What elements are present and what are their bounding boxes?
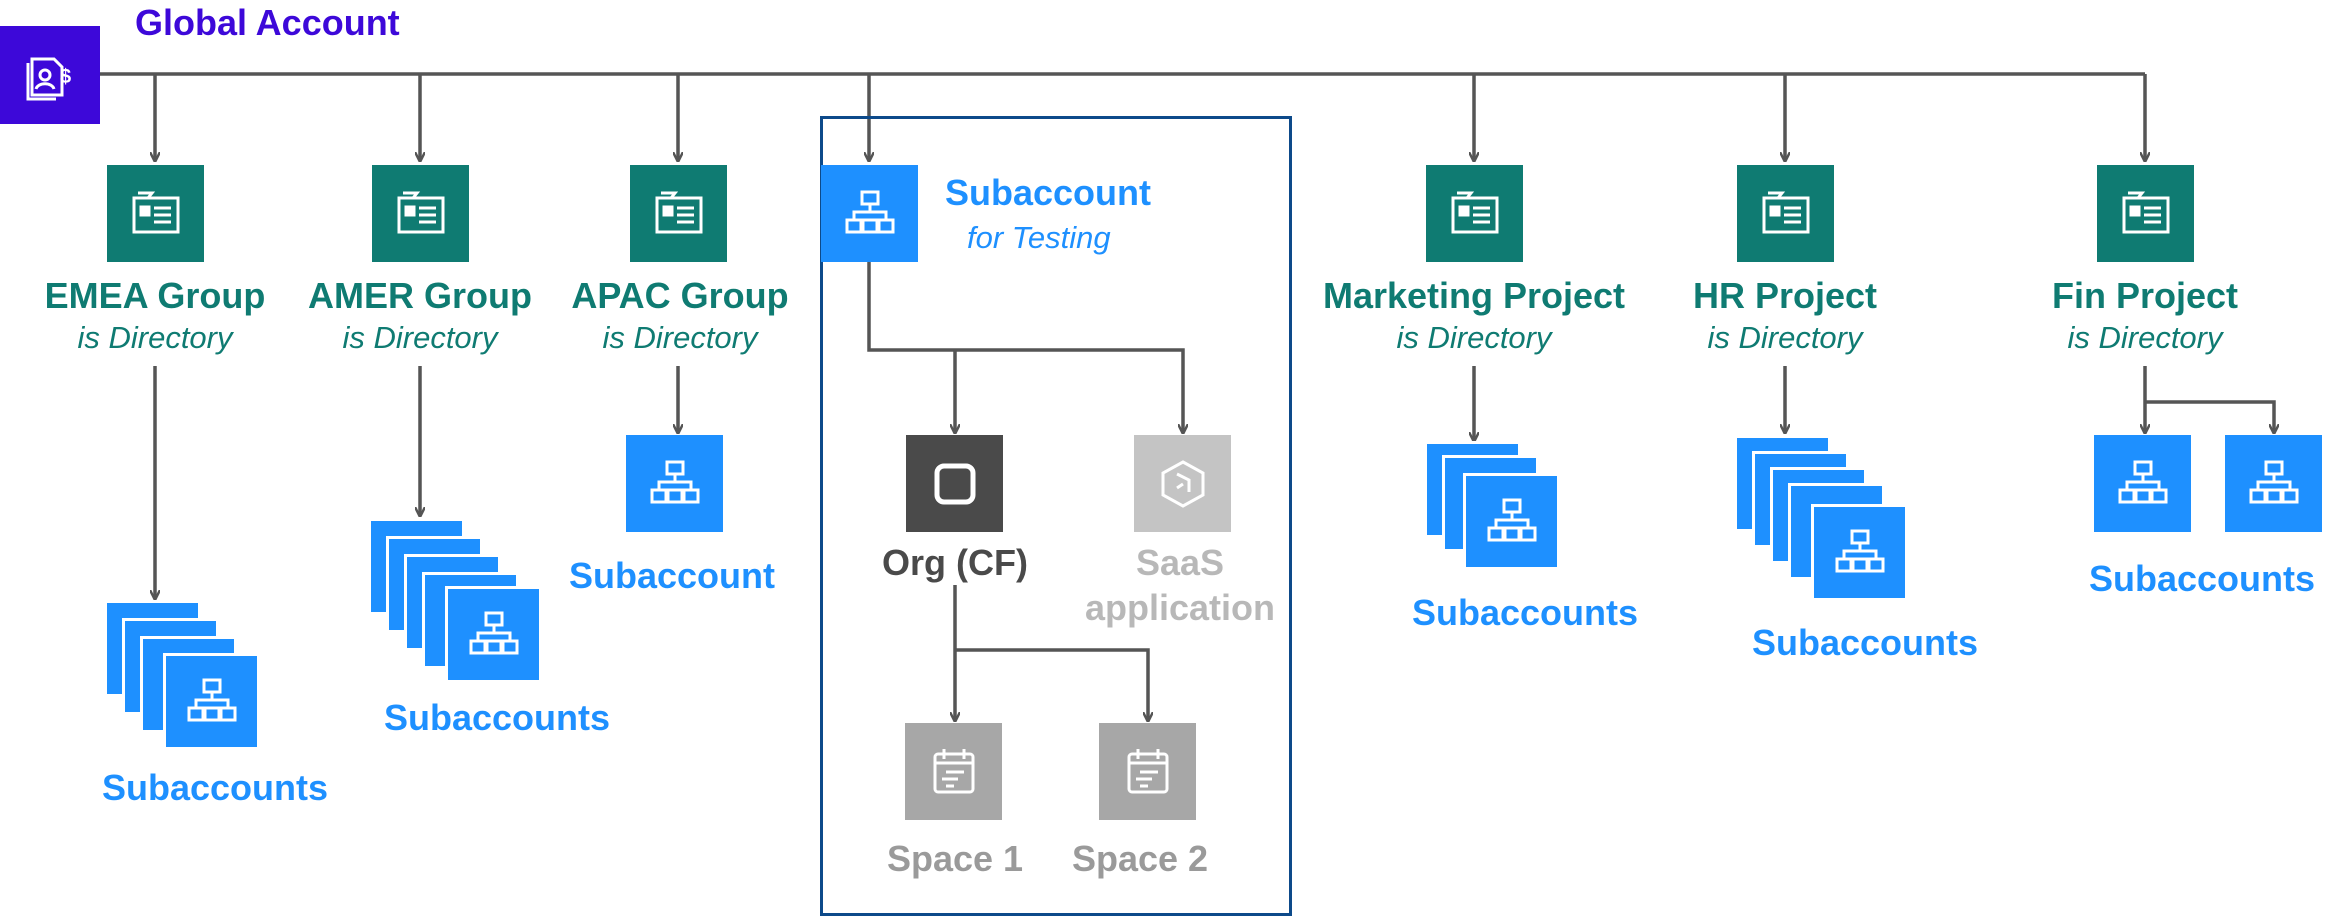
hierarchy-icon — [845, 190, 894, 233]
folder-card-icon — [1762, 191, 1809, 233]
testing-name: Subaccount — [945, 172, 1152, 213]
saas-line1: SaaS — [1135, 542, 1225, 583]
hierarchy-icon — [1835, 529, 1884, 572]
apac-children-label: Subaccount — [568, 555, 775, 596]
edge-testing-branch — [867, 262, 1183, 432]
testing-subaccount-tile[interactable] — [821, 165, 918, 262]
emea-children-label: Subaccounts — [101, 767, 329, 808]
amer-directory-tile[interactable] — [372, 165, 469, 262]
space2-name: Space 2 — [1071, 838, 1209, 879]
emea-name: EMEA Group — [44, 275, 266, 316]
hierarchy-icon — [2118, 460, 2167, 503]
saas-line2: application — [1084, 587, 1276, 628]
square-icon — [934, 463, 975, 504]
org-tile[interactable] — [906, 435, 1003, 532]
folder-card-icon — [1451, 191, 1498, 233]
folder-card-icon — [397, 191, 444, 233]
fin-subaccount-tile-2[interactable] — [2225, 435, 2322, 532]
org-name: Org (CF) — [882, 542, 1028, 583]
testing-type: for Testing — [967, 220, 1111, 255]
hr-children-label: Subaccounts — [1751, 622, 1979, 663]
amer-type: is Directory — [342, 320, 498, 355]
fin-subaccount-tile-1[interactable] — [2094, 435, 2191, 532]
apac-subaccount-tile[interactable] — [626, 435, 723, 532]
space2-tile[interactable] — [1099, 723, 1196, 820]
amer-subaccount-card[interactable] — [445, 586, 542, 683]
fin-type: is Directory — [2067, 320, 2223, 355]
hr-subaccount-card[interactable] — [1811, 504, 1908, 601]
hr-name: HR Project — [1692, 275, 1878, 316]
edge-org-space2 — [955, 648, 1148, 720]
fin-children-label: Subaccounts — [2088, 558, 2316, 599]
folder-card-icon — [2122, 191, 2169, 233]
calendar-notes-icon — [933, 748, 974, 793]
emea-directory-tile[interactable] — [107, 165, 204, 262]
saas-tile[interactable] — [1134, 435, 1231, 532]
hierarchy-icon — [2249, 460, 2298, 503]
marketing-directory-tile[interactable] — [1426, 165, 1523, 262]
folder-card-icon — [132, 191, 179, 233]
hr-type: is Directory — [1707, 320, 1863, 355]
global-account-tile[interactable]: $ — [0, 26, 100, 124]
amer-name: AMER Group — [308, 275, 532, 316]
calendar-notes-icon — [1127, 748, 1168, 793]
apac-type: is Directory — [602, 320, 758, 355]
hierarchy-icon — [469, 611, 518, 654]
space1-name: Space 1 — [886, 838, 1024, 879]
edge-fin-sub2 — [2145, 400, 2274, 432]
fin-name: Fin Project — [2051, 275, 2239, 316]
emea-type: is Directory — [77, 320, 233, 355]
amer-children-label: Subaccounts — [383, 697, 611, 738]
apac-name: APAC Group — [571, 275, 789, 316]
hierarchy-icon — [1487, 498, 1536, 541]
marketing-type: is Directory — [1396, 320, 1552, 355]
hierarchy-icon — [187, 678, 236, 721]
apac-directory-tile[interactable] — [630, 165, 727, 262]
hr-directory-tile[interactable] — [1737, 165, 1834, 262]
emea-subaccount-card[interactable] — [163, 653, 260, 750]
global-account-title: Global Account — [135, 2, 400, 43]
marketing-name: Marketing Project — [1322, 275, 1626, 316]
fin-directory-tile[interactable] — [2097, 165, 2194, 262]
marketing-subaccount-card[interactable] — [1463, 473, 1560, 570]
folder-card-icon — [655, 191, 702, 233]
cube-icon — [1161, 459, 1204, 508]
space1-tile[interactable] — [905, 723, 1002, 820]
svg-text:$: $ — [60, 66, 71, 88]
marketing-children-label: Subaccounts — [1411, 592, 1639, 633]
hierarchy-icon — [650, 460, 699, 503]
account-billing-icon: $ — [26, 57, 71, 101]
